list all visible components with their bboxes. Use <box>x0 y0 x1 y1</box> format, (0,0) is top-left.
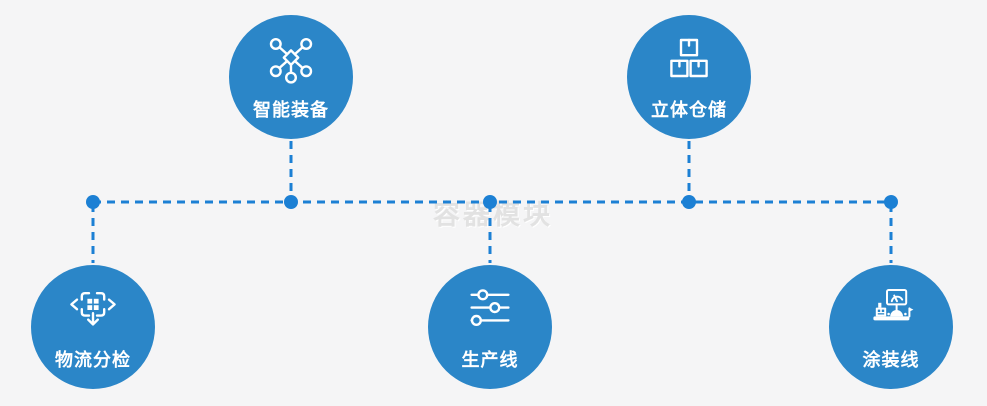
sorting-arrows-icon <box>66 286 120 334</box>
network-nodes-icon <box>264 36 318 84</box>
control-station-icon <box>864 286 918 334</box>
junction-dot <box>86 195 100 209</box>
junction-dot <box>682 195 696 209</box>
node-label: 涂装线 <box>862 350 920 370</box>
node-label: 生产线 <box>461 350 519 370</box>
node-label: 立体仓储 <box>651 100 727 120</box>
junction-dot <box>284 195 298 209</box>
junction-dot <box>884 195 898 209</box>
node-label: 智能装备 <box>253 100 329 120</box>
sliders-icon <box>463 286 517 334</box>
node-logistics-sorting: 物流分检 <box>31 265 155 389</box>
junction-dot <box>483 195 497 209</box>
node-painting-line: 涂装线 <box>829 265 953 389</box>
node-smart-equipment: 智能装备 <box>229 15 353 139</box>
stacked-boxes-icon <box>662 36 716 84</box>
node-label: 物流分检 <box>55 350 131 370</box>
node-warehouse: 立体仓储 <box>627 15 751 139</box>
node-production-line: 生产线 <box>428 265 552 389</box>
